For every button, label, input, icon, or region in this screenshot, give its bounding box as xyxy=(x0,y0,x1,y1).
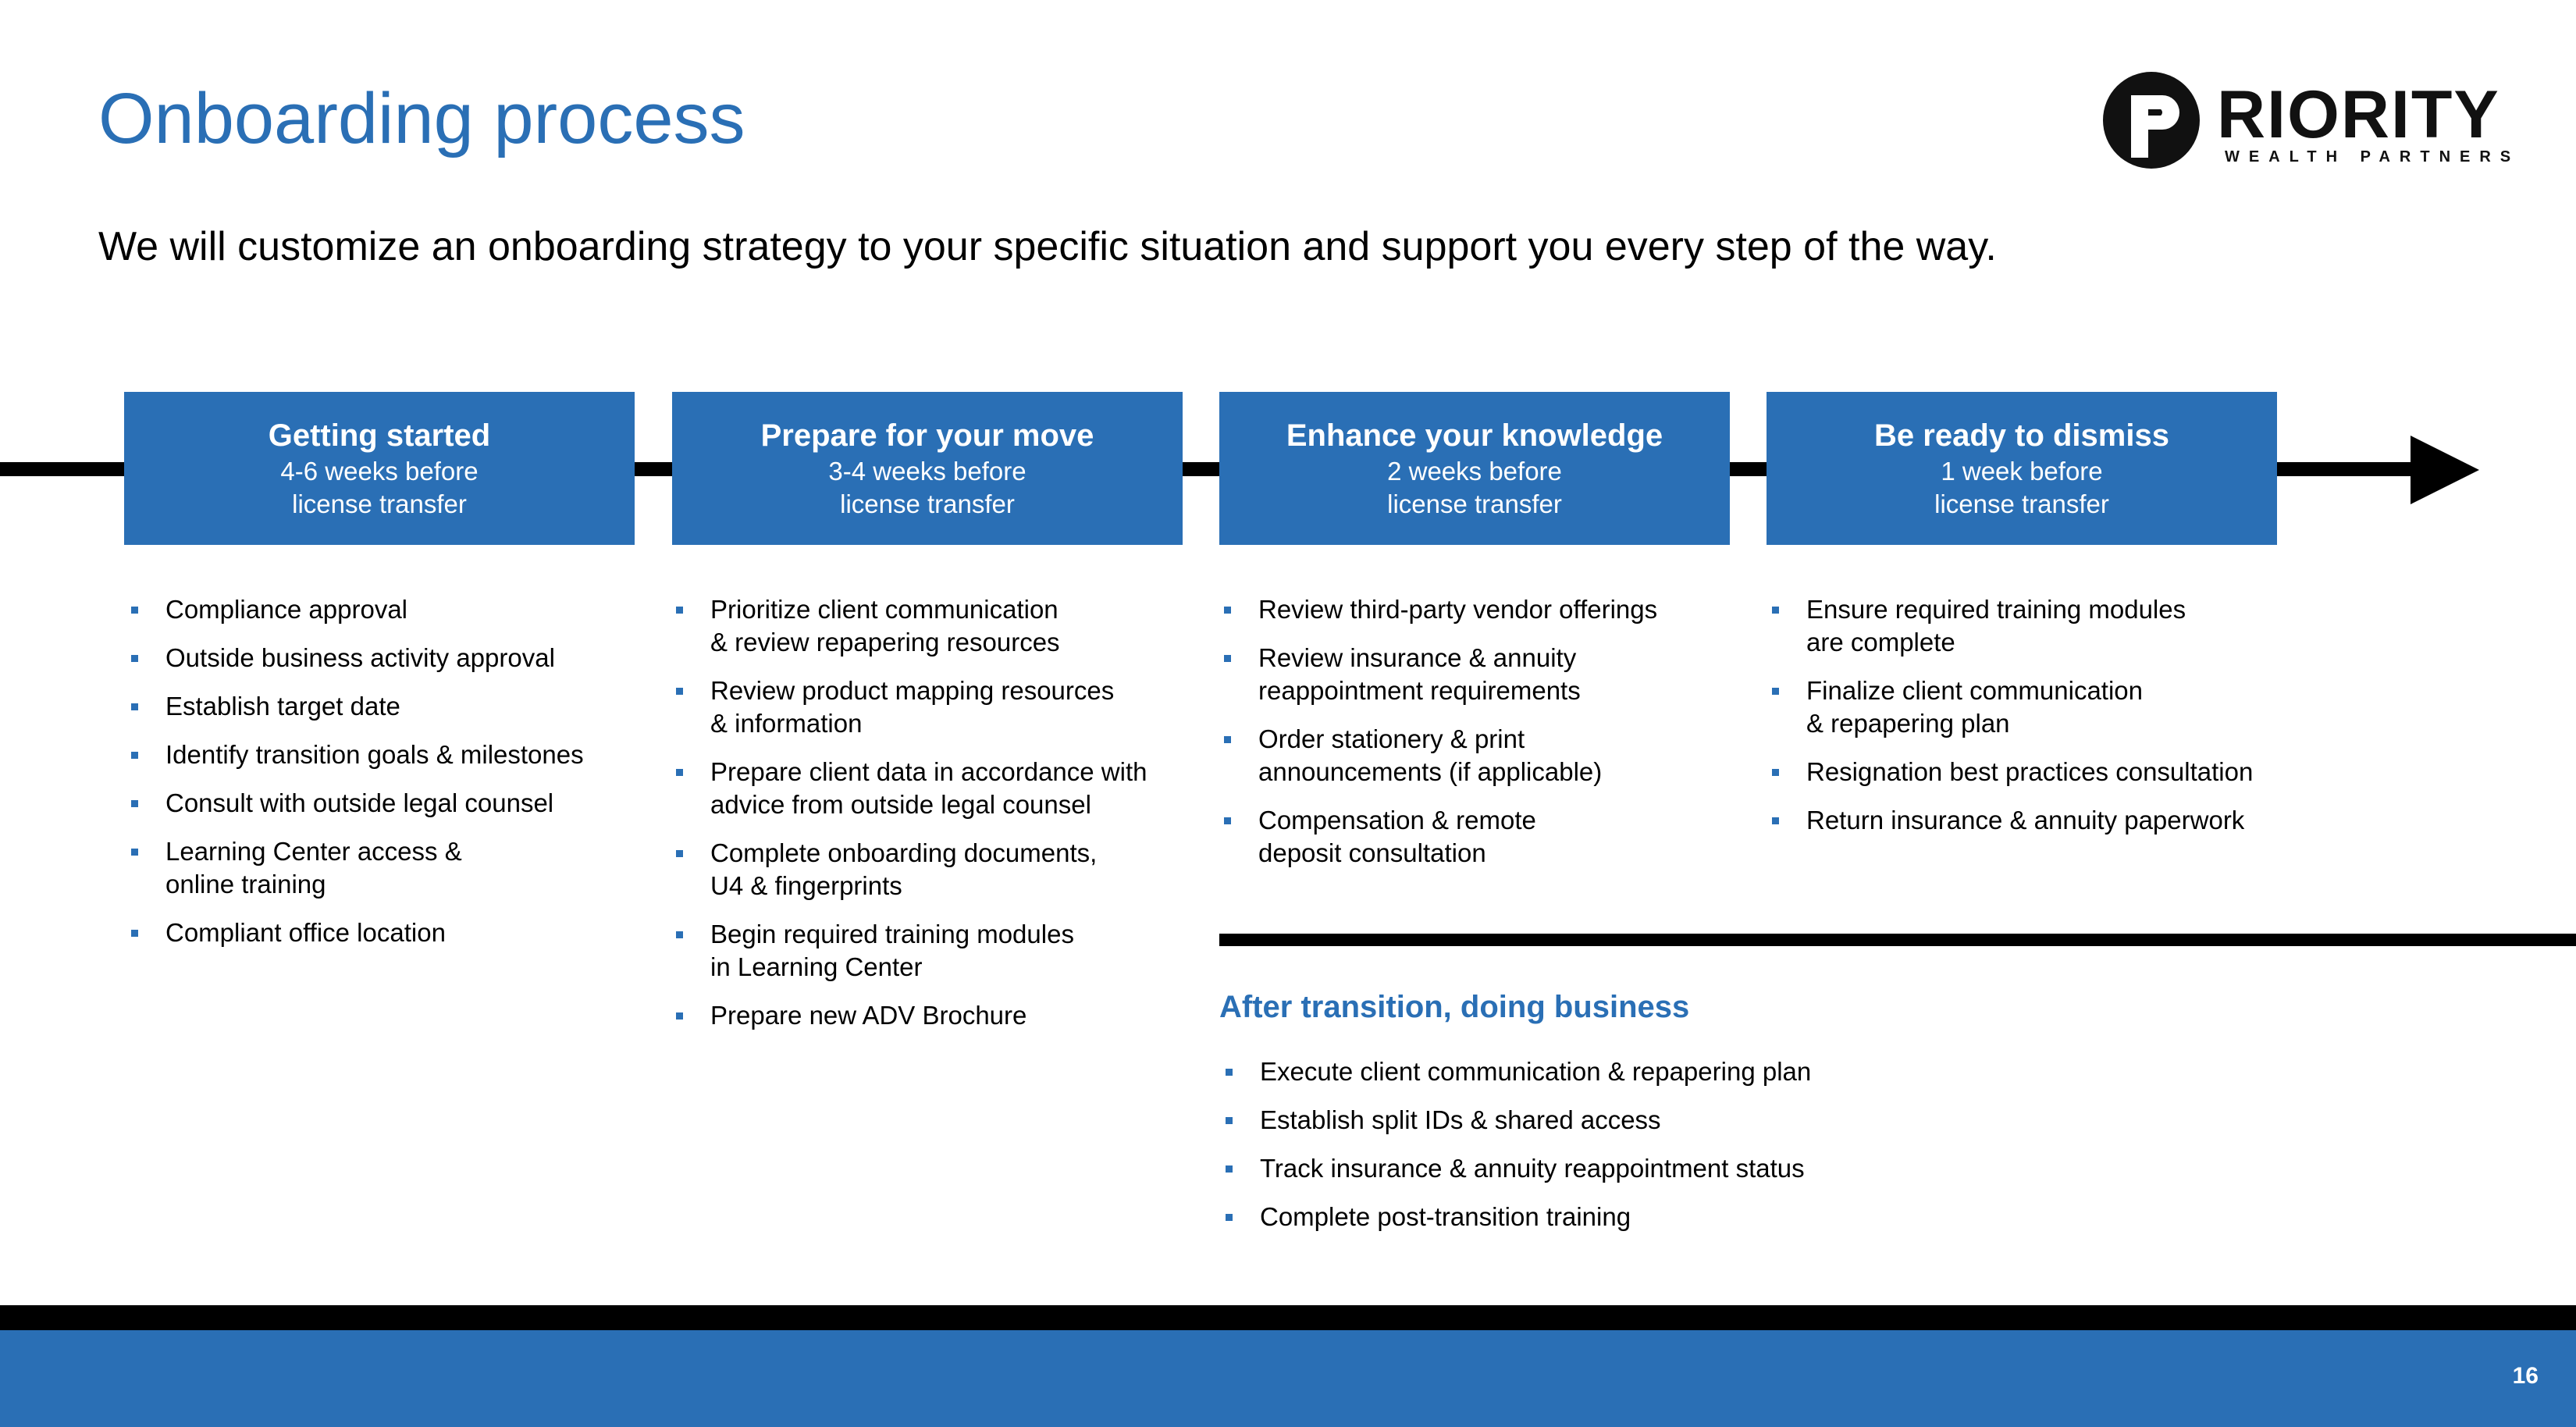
page-number: 16 xyxy=(2512,1363,2539,1389)
stage-checklist-getting-started: Compliance approval Outside business act… xyxy=(125,593,640,965)
checklist-item: Compensation & remote deposit consultati… xyxy=(1218,804,1733,870)
after-transition-divider xyxy=(1219,934,2576,946)
timeline-arrow-icon xyxy=(2411,436,2479,504)
checklist-item: Prepare new ADV Brochure xyxy=(670,999,1185,1032)
stage-checklist-prepare: Prioritize client communication & review… xyxy=(670,593,1185,1048)
stage-timeframe: license transfer xyxy=(292,489,467,518)
checklist-item: Consult with outside legal counsel xyxy=(125,787,640,820)
stage-timeframe: 2 weeks before xyxy=(1387,457,1562,486)
checklist-item: Track insurance & annuity reappointment … xyxy=(1219,1152,2000,1185)
checklist-item: Complete onboarding documents, U4 & fing… xyxy=(670,837,1185,902)
checklist-item: Outside business activity approval xyxy=(125,642,640,674)
stage-timeframe: license transfer xyxy=(1934,489,2109,518)
after-transition-checklist: Execute client communication & repaperin… xyxy=(1219,1055,2000,1249)
stage-timeframe: 1 week before xyxy=(1941,457,2103,486)
stage-box-dismiss: Be ready to dismiss 1 week before licens… xyxy=(1767,392,2277,545)
checklist-item: Begin required training modules in Learn… xyxy=(670,918,1185,984)
stage-title: Getting started xyxy=(268,418,491,453)
checklist-item: Review product mapping resources & infor… xyxy=(670,674,1185,740)
stage-timeframe: license transfer xyxy=(840,489,1015,518)
checklist-item: Review third-party vendor offerings xyxy=(1218,593,1733,626)
checklist-item: Complete post-transition training xyxy=(1219,1201,2000,1233)
stage-title: Be ready to dismiss xyxy=(1874,418,2169,453)
checklist-item: Compliant office location xyxy=(125,916,640,949)
footer-black-bar xyxy=(0,1305,2576,1330)
stage-box-enhance: Enhance your knowledge 2 weeks before li… xyxy=(1219,392,1730,545)
stage-timeframe: 4-6 weeks before xyxy=(280,457,479,486)
stage-title: Prepare for your move xyxy=(760,418,1094,453)
page-title: Onboarding process xyxy=(98,79,745,158)
checklist-item: Establish split IDs & shared access xyxy=(1219,1104,2000,1137)
checklist-item: Finalize client communication & repaperi… xyxy=(1766,674,2281,740)
footer-blue-bar xyxy=(0,1330,2576,1427)
stage-timeframe: license transfer xyxy=(1387,489,1562,518)
checklist-item: Resignation best practices consultation xyxy=(1766,756,2281,788)
checklist-item: Prioritize client communication & review… xyxy=(670,593,1185,659)
stage-box-prepare: Prepare for your move 3-4 weeks before l… xyxy=(672,392,1183,545)
checklist-item: Prepare client data in accordance with a… xyxy=(670,756,1185,821)
priority-logo: RIORITY WEALTH PARTNERS xyxy=(2100,69,2510,172)
checklist-item: Review insurance & annuity reappointment… xyxy=(1218,642,1733,707)
checklist-item: Return insurance & annuity paperwork xyxy=(1766,804,2281,837)
priority-p-mark-icon xyxy=(2103,72,2200,169)
stage-checklist-dismiss: Ensure required training modules are com… xyxy=(1766,593,2281,852)
stage-timeframe: 3-4 weeks before xyxy=(828,457,1026,486)
after-transition-heading: After transition, doing business xyxy=(1219,990,1690,1024)
logo-tagline: WEALTH PARTNERS xyxy=(2225,148,2521,165)
checklist-item: Compliance approval xyxy=(125,593,640,626)
checklist-item: Identify transition goals & milestones xyxy=(125,738,640,771)
stage-checklist-enhance: Review third-party vendor offerings Revi… xyxy=(1218,593,1733,885)
checklist-item: Order stationery & print announcements (… xyxy=(1218,723,1733,788)
checklist-item: Ensure required training modules are com… xyxy=(1766,593,2281,659)
logo-wordmark: RIORITY xyxy=(2217,77,2500,152)
stage-box-getting-started: Getting started 4-6 weeks before license… xyxy=(124,392,635,545)
checklist-item: Execute client communication & repaperin… xyxy=(1219,1055,2000,1088)
checklist-item: Establish target date xyxy=(125,690,640,723)
stage-title: Enhance your knowledge xyxy=(1286,418,1663,453)
checklist-item: Learning Center access & online training xyxy=(125,835,640,901)
page-subtitle: We will customize an onboarding strategy… xyxy=(98,224,1997,269)
